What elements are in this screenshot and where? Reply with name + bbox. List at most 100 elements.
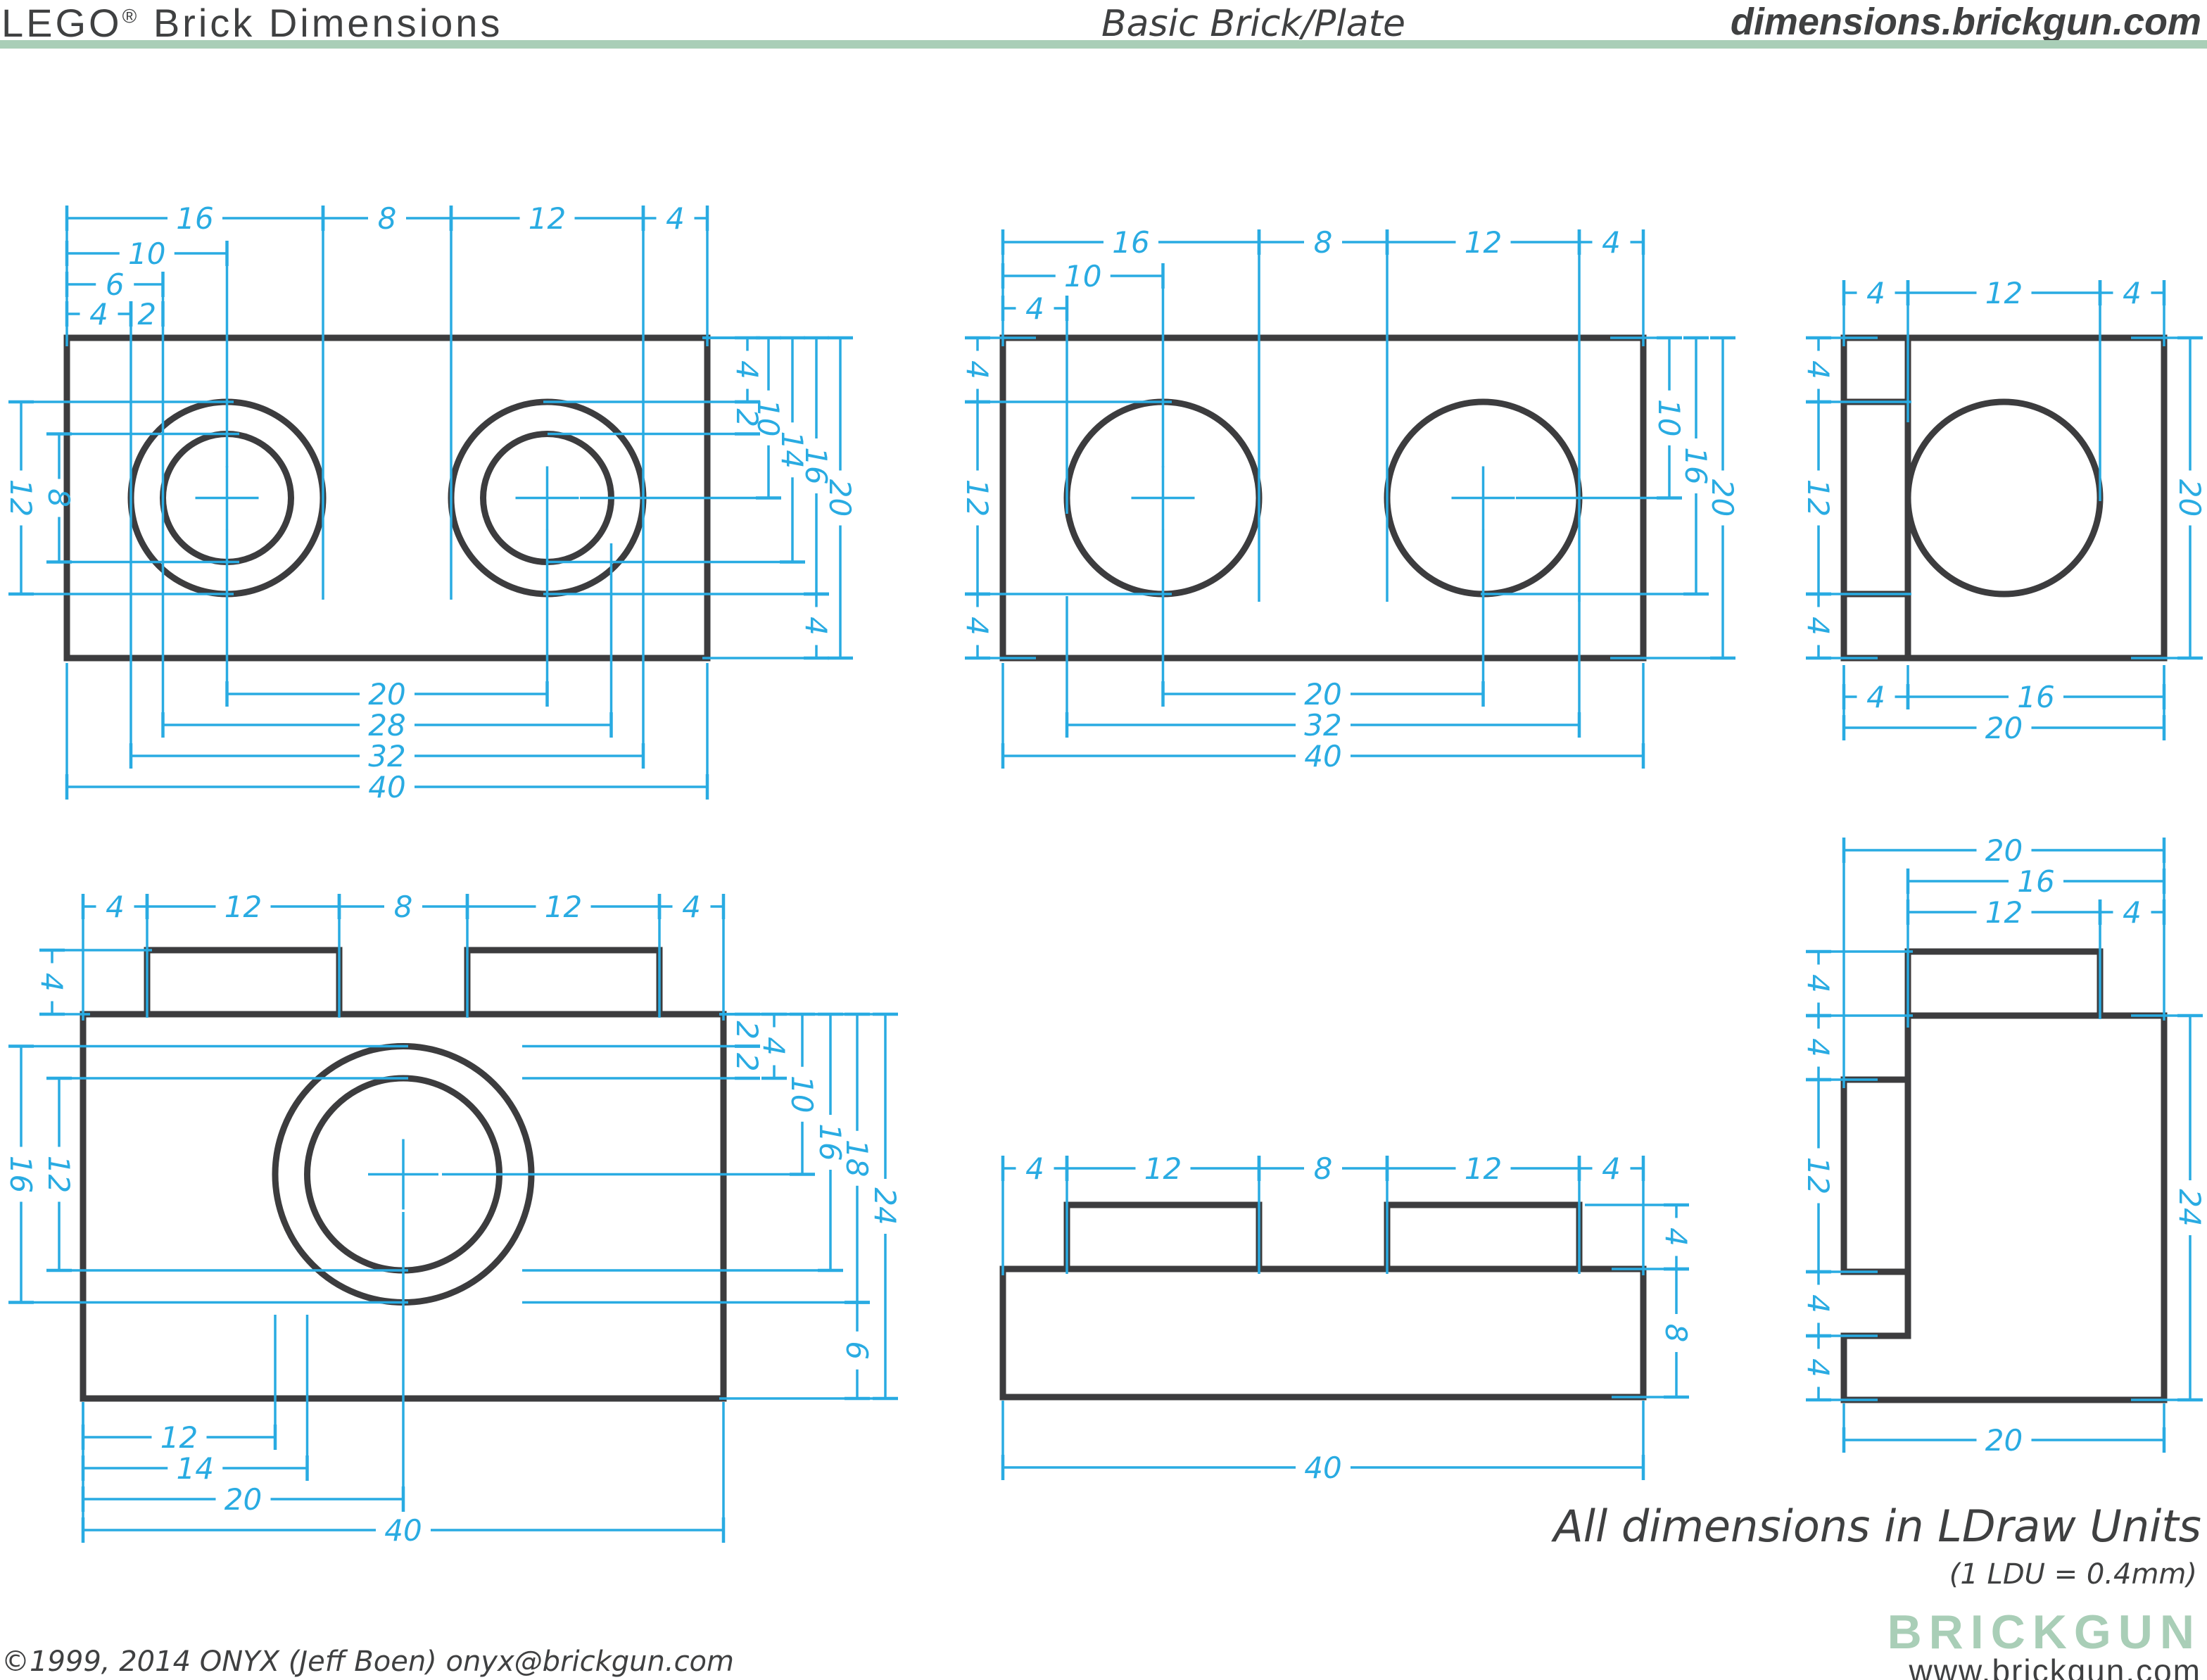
dim-label: 14	[775, 431, 809, 469]
dim-label: 16	[4, 1156, 38, 1193]
dimension-12: 12	[42, 1076, 408, 1272]
dimension-16: 16	[1906, 665, 2166, 714]
dimension-2: 2	[522, 1044, 764, 1080]
dim-label: 4	[757, 1037, 791, 1056]
dimension-4: 4	[1001, 1151, 1069, 1275]
dimension-12: 12	[465, 890, 662, 1018]
units-note: All dimensions in LDraw Units	[1553, 1501, 2201, 1552]
dimension-4: 4	[1801, 592, 1878, 660]
dim-label: 4	[666, 201, 685, 236]
dim-label: 16	[176, 201, 213, 236]
dimension-4: 4	[1801, 1013, 1878, 1082]
dimension-2: 2	[548, 400, 764, 436]
dimension-10: 10	[65, 236, 229, 467]
dim-label: 12	[960, 479, 994, 517]
dim-label: 20	[368, 677, 405, 712]
dim-label: 4	[730, 360, 764, 379]
dim-label: 4	[106, 890, 125, 924]
dimension-32: 32	[129, 549, 645, 773]
dimension-4: 4	[1801, 1334, 1878, 1402]
dimension-10: 10	[1001, 259, 1165, 467]
dim-label: 4	[89, 297, 108, 331]
dimension-6: 6	[65, 267, 165, 577]
dimension-24: 24	[719, 1012, 902, 1401]
dimension-40: 40	[1001, 663, 1645, 773]
dimension-4: 4	[81, 890, 149, 1021]
dim-label: 2	[730, 408, 764, 427]
dim-label: 16	[2017, 864, 2054, 899]
dim-label: 24	[868, 1187, 902, 1225]
dimension-8: 8	[1257, 225, 1389, 602]
dim-label: 10	[1652, 399, 1686, 436]
dim-label: 12	[1465, 225, 1502, 260]
dim-label: 8	[1314, 225, 1333, 260]
dim-label: 4	[1025, 1151, 1044, 1186]
end-tube-circle	[1904, 398, 2104, 598]
dimension-4: 4	[641, 201, 709, 346]
dimension-8: 8	[321, 201, 453, 600]
plate-stud2	[1384, 1201, 1583, 1272]
side-section-outlines	[1840, 948, 2168, 1403]
dim-label: 12	[1985, 895, 2023, 930]
dim-label: 40	[1304, 739, 1341, 773]
dim-label: 6	[106, 267, 125, 302]
dimension-4: 4	[657, 890, 726, 1021]
site-url: www.brickgun.com	[1909, 1653, 2201, 1680]
copyright-text: ©1999, 2014 ONYX (Jeff Boen) onyx@brickg…	[1, 1646, 734, 1678]
dimension-24: 24	[2131, 1013, 2207, 1402]
dimension-8: 8	[1612, 1267, 1693, 1399]
dim-label: 10	[751, 399, 785, 436]
dim-label: 4	[1801, 360, 1835, 379]
dim-label: 12	[1144, 1151, 1182, 1186]
dim-label: 10	[1064, 259, 1101, 293]
dimension-20: 20	[2131, 336, 2207, 660]
dim-label: 4	[2123, 276, 2142, 310]
end-view-body	[1840, 334, 2168, 662]
dimension-12: 12	[81, 1315, 277, 1455]
dim-label: 4	[1602, 1151, 1621, 1186]
dimension-40: 40	[65, 663, 709, 804]
dim-label: 4	[34, 973, 69, 992]
dim-label: 12	[42, 1156, 76, 1193]
dim-label: 2	[730, 1021, 764, 1040]
dim-label: 14	[177, 1451, 214, 1486]
dimension-4: 4	[543, 336, 764, 404]
dimension-8: 8	[337, 890, 469, 1018]
dim-label: 4	[960, 617, 994, 636]
dim-label: 32	[1304, 708, 1341, 743]
dimension-12: 12	[1065, 1151, 1261, 1274]
dimension-4: 4	[2098, 276, 2166, 346]
dim-label: 20	[2173, 479, 2207, 517]
brick-stud2	[464, 947, 663, 1018]
dim-label: 18	[840, 1139, 874, 1177]
dimension-16: 16	[1906, 864, 2166, 1028]
dimension-6: 6	[840, 1301, 874, 1401]
center-crosshairs	[195, 466, 1515, 1210]
dim-label: 6	[840, 1341, 874, 1360]
dimension-4: 4	[799, 592, 833, 660]
dimension-12: 12	[1801, 400, 1911, 596]
section-stud	[1904, 948, 2104, 1019]
dimension-12: 12	[1385, 1151, 1581, 1274]
dimension-14: 14	[81, 1315, 309, 1486]
dimension-4: 4	[1842, 665, 1910, 714]
dim-label: 24	[2173, 1189, 2207, 1226]
dim-label: 12	[529, 201, 566, 236]
section-body	[1840, 1012, 2168, 1403]
dim-label: 4	[1801, 1294, 1835, 1313]
dim-label: 40	[384, 1513, 422, 1548]
dim-label: 4	[799, 617, 833, 636]
dimension-4: 4	[2098, 895, 2166, 930]
dimension-12: 12	[1801, 1078, 1878, 1274]
dim-label: 20	[1985, 1423, 2023, 1458]
page-title: LEGO® Brick Dimensions	[1, 1, 503, 45]
dim-label: 20	[1985, 711, 2023, 745]
dim-label: 8	[378, 201, 397, 236]
dim-label: 10	[128, 236, 165, 271]
dim-label: 16	[813, 1123, 847, 1161]
